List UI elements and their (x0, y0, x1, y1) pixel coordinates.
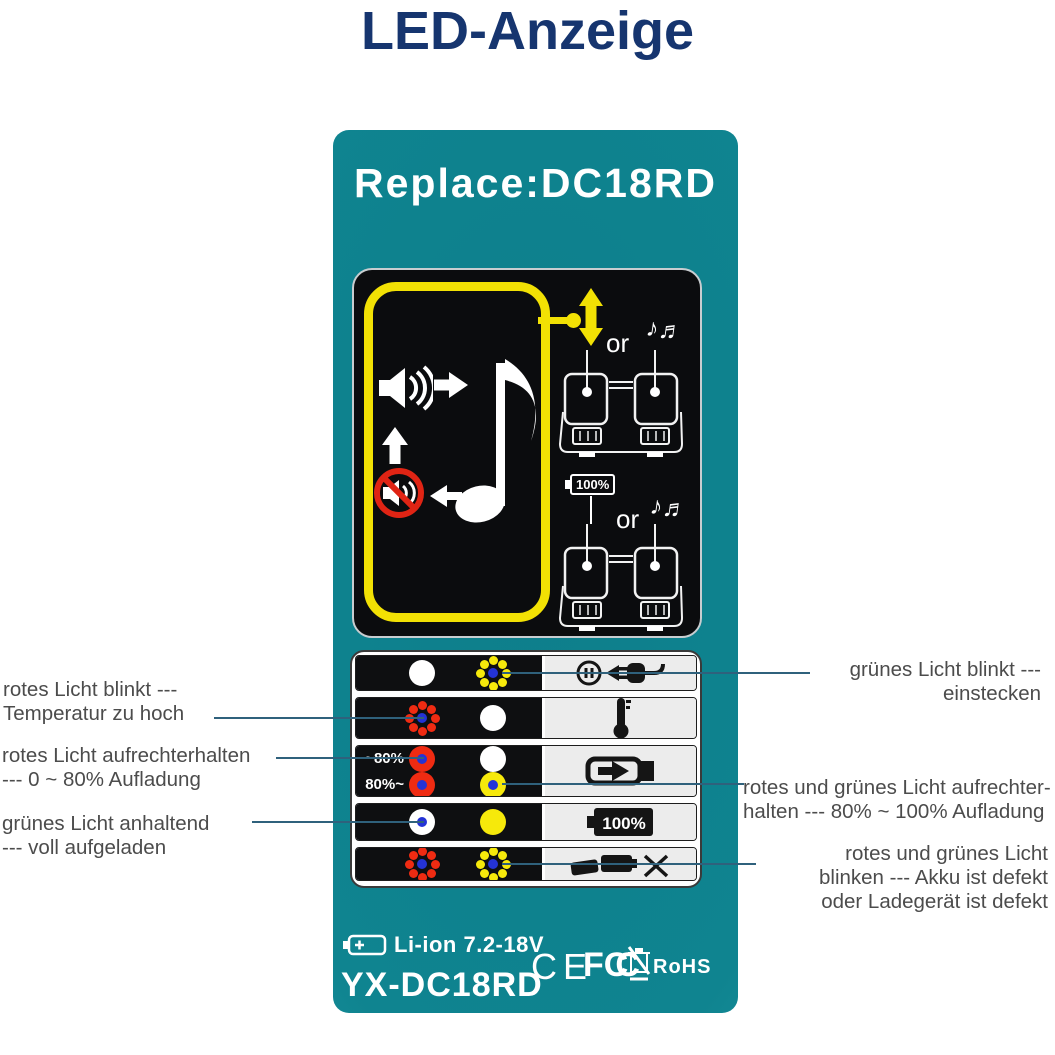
table-row: ~80% 80%~ (355, 745, 697, 797)
connector-line (214, 717, 424, 719)
led-white-solid (480, 705, 506, 731)
annotation-line: rotes und grünes Licht aufrechter- (743, 776, 1051, 799)
dual-charger-illustration (558, 524, 684, 631)
full-charge-tag: 100% (564, 474, 616, 495)
music-note-icon (455, 359, 536, 523)
replace-model-header: Replace:DC18RD (354, 160, 717, 206)
annotation-red-green-solid: rotes und grünes Licht aufrechter- halte… (743, 776, 1051, 824)
meaning-cell: 100% (542, 804, 696, 840)
connector-line (252, 821, 424, 823)
annotation-line: rotes Licht aufrechterhalten (2, 744, 251, 767)
annotation-line: grünes Licht blinkt --- (849, 658, 1041, 681)
annotation-red-green-blinking: rotes und grünes Licht blinken --- Akku … (819, 842, 1048, 914)
meaning-cell (542, 698, 696, 738)
arrow-right-icon (434, 372, 468, 398)
or-label-bottom: or (616, 504, 640, 534)
battery-spec: Li-ion 7.2-18V (341, 932, 544, 958)
led-green-blinking (475, 656, 511, 690)
annotation-line: rotes Licht blinkt --- (3, 678, 178, 701)
annotation-line: blinken --- Akku ist defekt (818, 866, 1048, 889)
led-green-blinking (475, 848, 511, 880)
annotation-line: oder Ladegerät ist defekt (821, 890, 1048, 913)
no-sound-icon (374, 468, 424, 518)
charger-label: Replace:DC18RD (333, 130, 738, 1013)
annotation-green-blinking: grünes Licht blinkt --- einstecken (850, 658, 1041, 706)
melody-notes-icon: ♪♬ (648, 491, 690, 525)
yellow-connector-line (538, 317, 570, 324)
annotation-line: --- voll aufgeladen (2, 836, 167, 859)
melody-notes-icon: ♪♬ (644, 313, 686, 347)
thermometer-icon (613, 698, 631, 738)
connector-line (276, 757, 424, 759)
meaning-cell (542, 746, 696, 796)
annotation-line: einstecken (942, 682, 1041, 705)
annotation-red-solid: rotes Licht aufrechterhalten --- 0 ~ 80%… (2, 744, 250, 792)
connector-line (502, 783, 744, 785)
led-yellow-solid (480, 809, 506, 835)
connector-line (502, 863, 756, 865)
model-number: YX-DC18RD (341, 966, 543, 1004)
speaker-icon (379, 365, 433, 411)
ce-mark: CE (531, 946, 594, 987)
annotation-line: rotes und grünes Licht (845, 842, 1048, 865)
tag-connector-line (590, 496, 592, 524)
arrow-left-icon (430, 485, 462, 507)
battery-full-icon: 100% (586, 808, 653, 836)
connector-line (502, 672, 810, 674)
battery-spec-text: Li-ion 7.2-18V (394, 932, 545, 957)
annotation-line: grünes Licht anhaltend (2, 812, 210, 835)
led-red-solid (409, 746, 435, 772)
annotation-line: Temperatur zu hoch (3, 702, 185, 725)
yellow-connector-dot (566, 313, 581, 328)
led-red-blinking (404, 848, 440, 880)
annotation-line: halten --- 80% ~ 100% Aufladung (743, 800, 1045, 823)
annotation-red-blinking: rotes Licht blinkt --- Temperatur zu hoc… (3, 678, 184, 726)
led-green-solid (480, 772, 506, 796)
led-red-solid (409, 772, 435, 796)
battery-icon (343, 934, 387, 956)
led-cell: ~80% 80%~ (356, 746, 542, 796)
led-white-solid (480, 746, 506, 772)
pct-label-post80: 80%~ (365, 776, 404, 793)
rohs-mark: RoHS (653, 956, 712, 978)
annotation-line: --- 0 ~ 80% Aufladung (2, 768, 201, 791)
fcc-text: FC (583, 946, 629, 984)
sound-mode-panel: or ♪♬ 100% or ♪♬ (352, 268, 702, 638)
up-down-arrow-icon (579, 288, 603, 346)
weee-bin-icon (627, 946, 651, 981)
battery-full-text: 100% (602, 814, 645, 833)
dual-charger-illustration (558, 350, 684, 457)
annotation-green-solid: grünes Licht anhaltend --- voll aufgelad… (2, 812, 209, 860)
led-white-solid (409, 660, 435, 686)
melody-mode-box (364, 282, 550, 622)
led-state-table: ~80% 80%~ (350, 650, 702, 888)
or-label-top: or (606, 328, 630, 358)
arrow-up-icon (382, 427, 408, 464)
page-title: LED-Anzeige (360, 1, 695, 61)
led-cell (356, 848, 542, 880)
